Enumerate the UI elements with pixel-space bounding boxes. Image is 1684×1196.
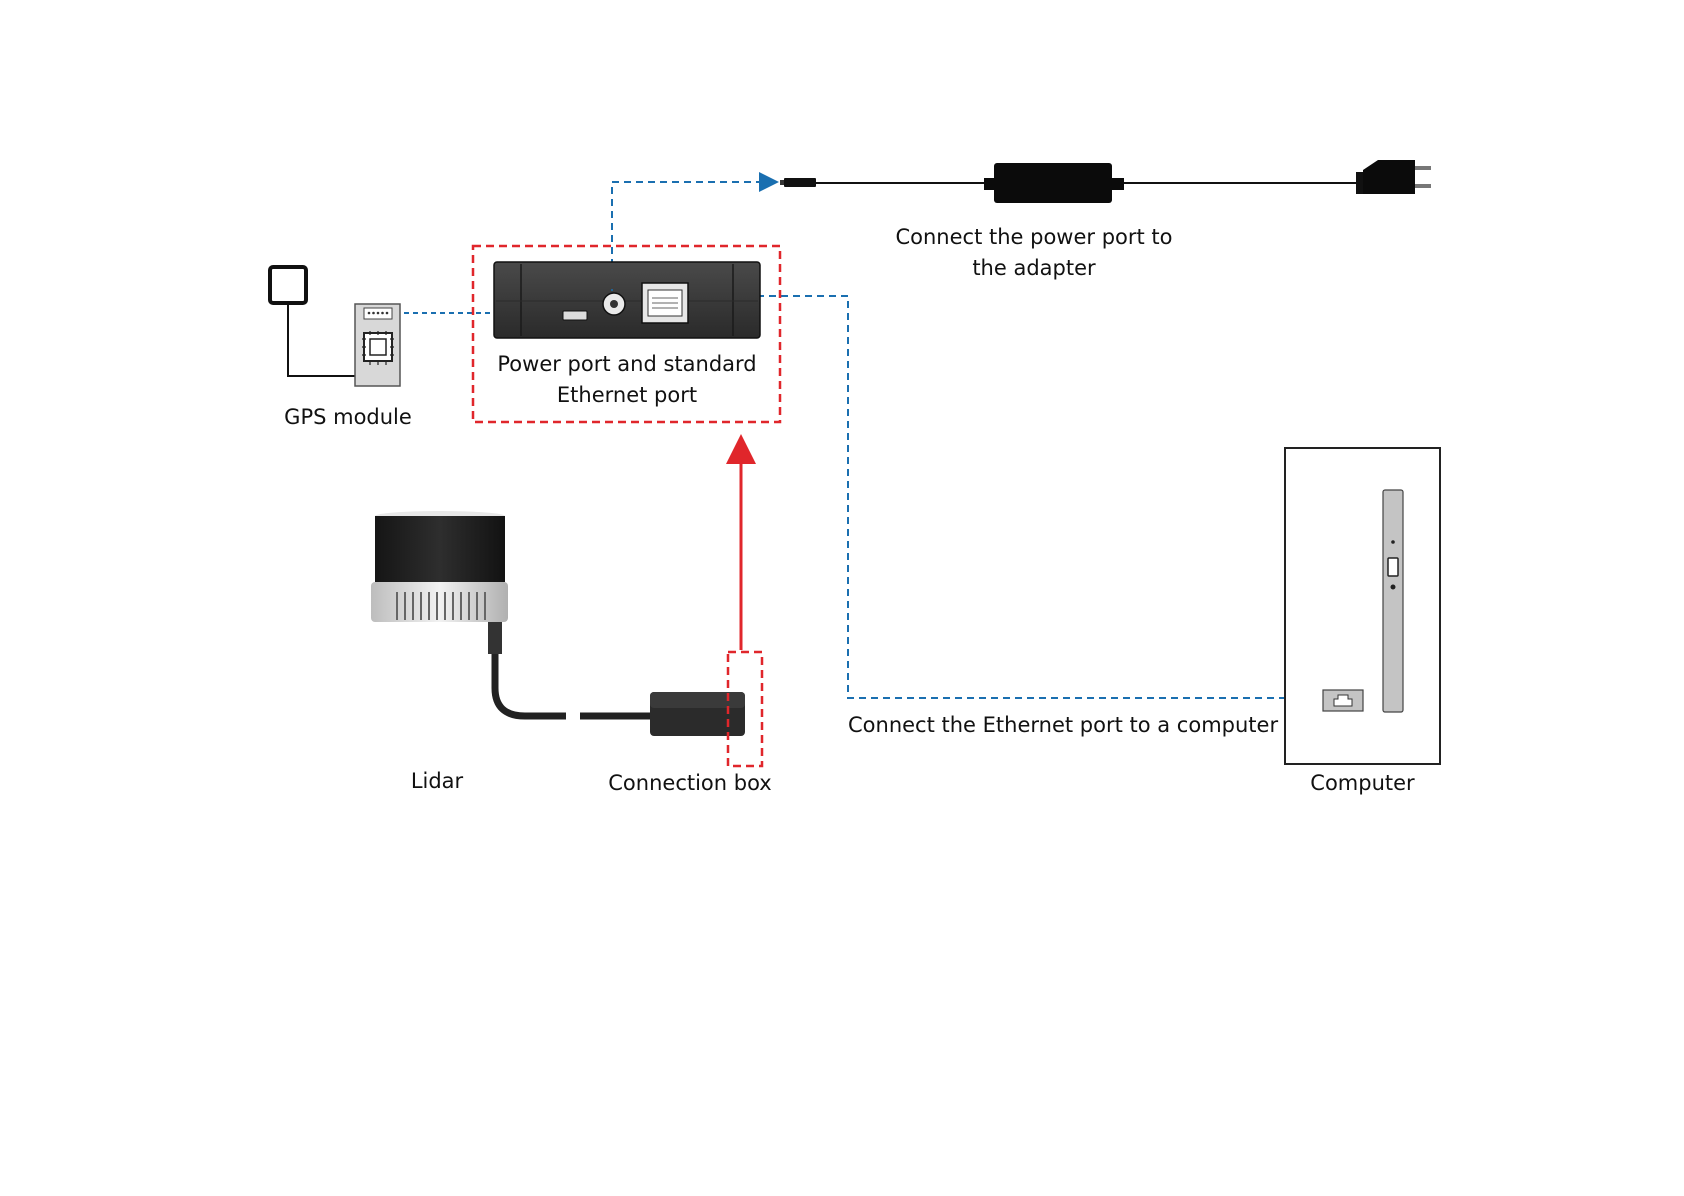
power-adapter-label-line1: Connect the power port to bbox=[864, 222, 1204, 253]
lidar-sensor-icon bbox=[371, 511, 566, 716]
power-adapter-icon bbox=[780, 163, 1356, 203]
interface-box-label: Power port and standard Ethernet port bbox=[477, 349, 777, 411]
power-port-marker bbox=[611, 289, 613, 291]
computer-label: Computer bbox=[1290, 768, 1435, 799]
interface-box-icon bbox=[494, 262, 760, 338]
connection-box-icon bbox=[580, 692, 745, 736]
connection-box-label: Connection box bbox=[600, 768, 780, 799]
ethernet-port-icon bbox=[1323, 690, 1363, 711]
lidar-label: Lidar bbox=[387, 766, 487, 797]
interface-box-label-line2: Ethernet port bbox=[477, 380, 777, 411]
power-adapter-label-line2: the adapter bbox=[864, 253, 1204, 284]
power-adapter-label: Connect the power port to the adapter bbox=[864, 222, 1204, 284]
ethernet-to-computer-label: Connect the Ethernet port to a computer bbox=[848, 710, 1268, 741]
gps-module-label: GPS module bbox=[268, 402, 428, 433]
gps-module-board-icon bbox=[355, 304, 400, 386]
power-plug-icon bbox=[1356, 160, 1431, 194]
interface-box-label-line1: Power port and standard bbox=[477, 349, 777, 380]
computer-tower-icon bbox=[1285, 448, 1440, 764]
